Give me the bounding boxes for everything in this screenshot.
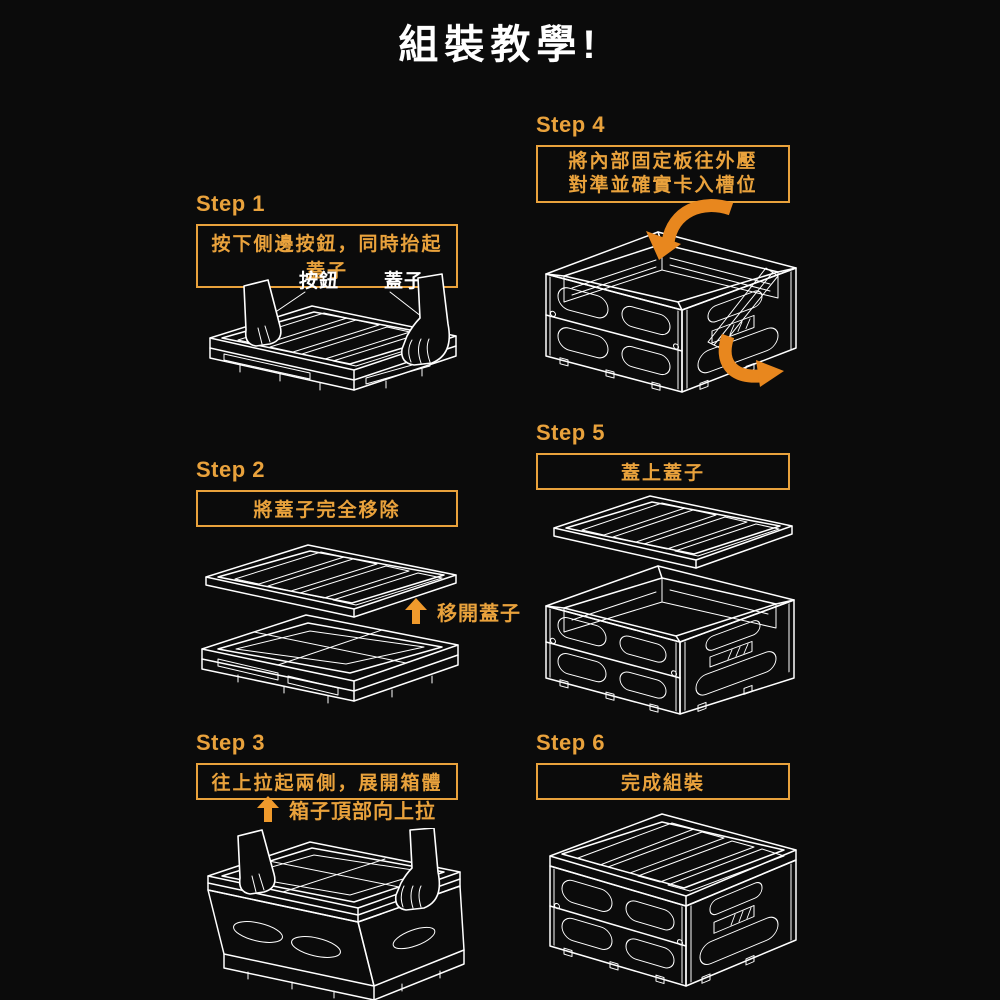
step-1-section: Step 1 按下側邊按鈕，同時抬起蓋子	[196, 191, 458, 288]
front-face-cutouts	[549, 608, 677, 713]
crate-interior	[563, 243, 779, 349]
step-5-label: Step 5	[536, 420, 606, 445]
step-3-note-text: 箱子頂部向上拉	[289, 801, 436, 823]
callout-lid-label: 蓋子	[384, 271, 425, 292]
front-face-cutouts	[549, 276, 679, 391]
step-5-instruction-box: 蓋上蓋子	[536, 453, 790, 490]
closed-lid-line-art	[549, 813, 797, 907]
lid-slats	[577, 822, 785, 892]
illustration-step-6-assembled-crate	[549, 813, 797, 987]
step-6-label: Step 6	[536, 730, 606, 755]
right-face-details	[684, 603, 790, 712]
step-3-instruction-box: 往上拉起兩側，展開箱體	[196, 763, 458, 800]
side-cutouts	[233, 921, 441, 999]
right-face-details	[686, 271, 792, 390]
folded-panels-detail	[217, 629, 433, 704]
step-2-section: Step 2 將蓋子完全移除	[196, 457, 458, 527]
right-hand-pulling-icon	[394, 828, 441, 911]
step-3-label: Step 3	[196, 730, 266, 755]
step-4-label: Step 4	[536, 112, 606, 137]
illustration-step-4-open-crate-with-arrows	[545, 199, 797, 393]
step-2-arrow-note: 移開蓋子	[404, 597, 521, 626]
step-4-instruction-line-2: 對準並確實卡入槽位	[568, 175, 758, 196]
inner-fixing-board	[707, 267, 779, 349]
illustration-step-1-folded-crate-with-hands	[209, 273, 457, 391]
step-2-instruction-box: 將蓋子完全移除	[196, 490, 458, 527]
up-arrow-icon	[405, 598, 427, 624]
step-1-instruction-box: 按下側邊按鈕，同時抬起蓋子	[196, 224, 458, 288]
step-2-instruction: 將蓋子完全移除	[253, 500, 401, 521]
right-face-details	[690, 863, 792, 984]
step-6-instruction: 完成組裝	[620, 773, 705, 794]
press-outward-arrow-right	[718, 333, 784, 387]
page-title: 組裝教學!	[398, 23, 602, 67]
lid-slats	[581, 502, 780, 557]
step-3-arrow-note: 箱子頂部向上拉	[256, 795, 436, 824]
front-face-cutouts	[553, 868, 683, 985]
step-5-section: Step 5 蓋上蓋子	[536, 420, 790, 490]
step-5-instruction: 蓋上蓋子	[620, 463, 705, 484]
step-6-section: Step 6 完成組裝	[536, 730, 790, 800]
step-1-instruction: 按下側邊按鈕，同時抬起蓋子	[211, 234, 443, 282]
callout-button-label: 按鈕	[299, 271, 340, 292]
illustration-step-5-lid-above-crate	[545, 495, 795, 715]
step-6-instruction-box: 完成組裝	[536, 763, 790, 800]
crate-interior	[563, 577, 777, 633]
illustration-step-3-scissor-opening-crate	[207, 828, 465, 1000]
step-4-section: Step 4 將內部固定板往外壓 對準並確實卡入槽位	[536, 112, 790, 203]
right-hand-lifting-lid-icon	[400, 273, 451, 366]
step-3-instruction: 往上拉起兩側，展開箱體	[211, 773, 443, 794]
folded-base-line-art	[201, 614, 459, 702]
illustration-step-2-lid-above-folded-crate	[201, 544, 459, 704]
step-3-section: Step 3 往上拉起兩側，展開箱體	[196, 730, 458, 800]
press-outward-arrow-top	[646, 199, 734, 260]
step-1-label: Step 1	[196, 191, 266, 216]
left-hand-pulling-icon	[237, 829, 276, 895]
crate-body	[545, 599, 795, 715]
step-4-instruction-line-1: 將內部固定板往外壓	[568, 151, 758, 172]
step-2-label: Step 2	[196, 457, 266, 482]
step-2-note-text: 移開蓋子	[437, 603, 521, 625]
crate-body	[545, 267, 797, 393]
up-arrow-icon	[257, 796, 279, 822]
left-hand-pressing-button-icon	[243, 279, 282, 347]
lid-slats	[234, 551, 443, 606]
step-4-instruction-box: 將內部固定板往外壓 對準並確實卡入槽位	[536, 145, 790, 203]
crate-body	[549, 859, 797, 987]
